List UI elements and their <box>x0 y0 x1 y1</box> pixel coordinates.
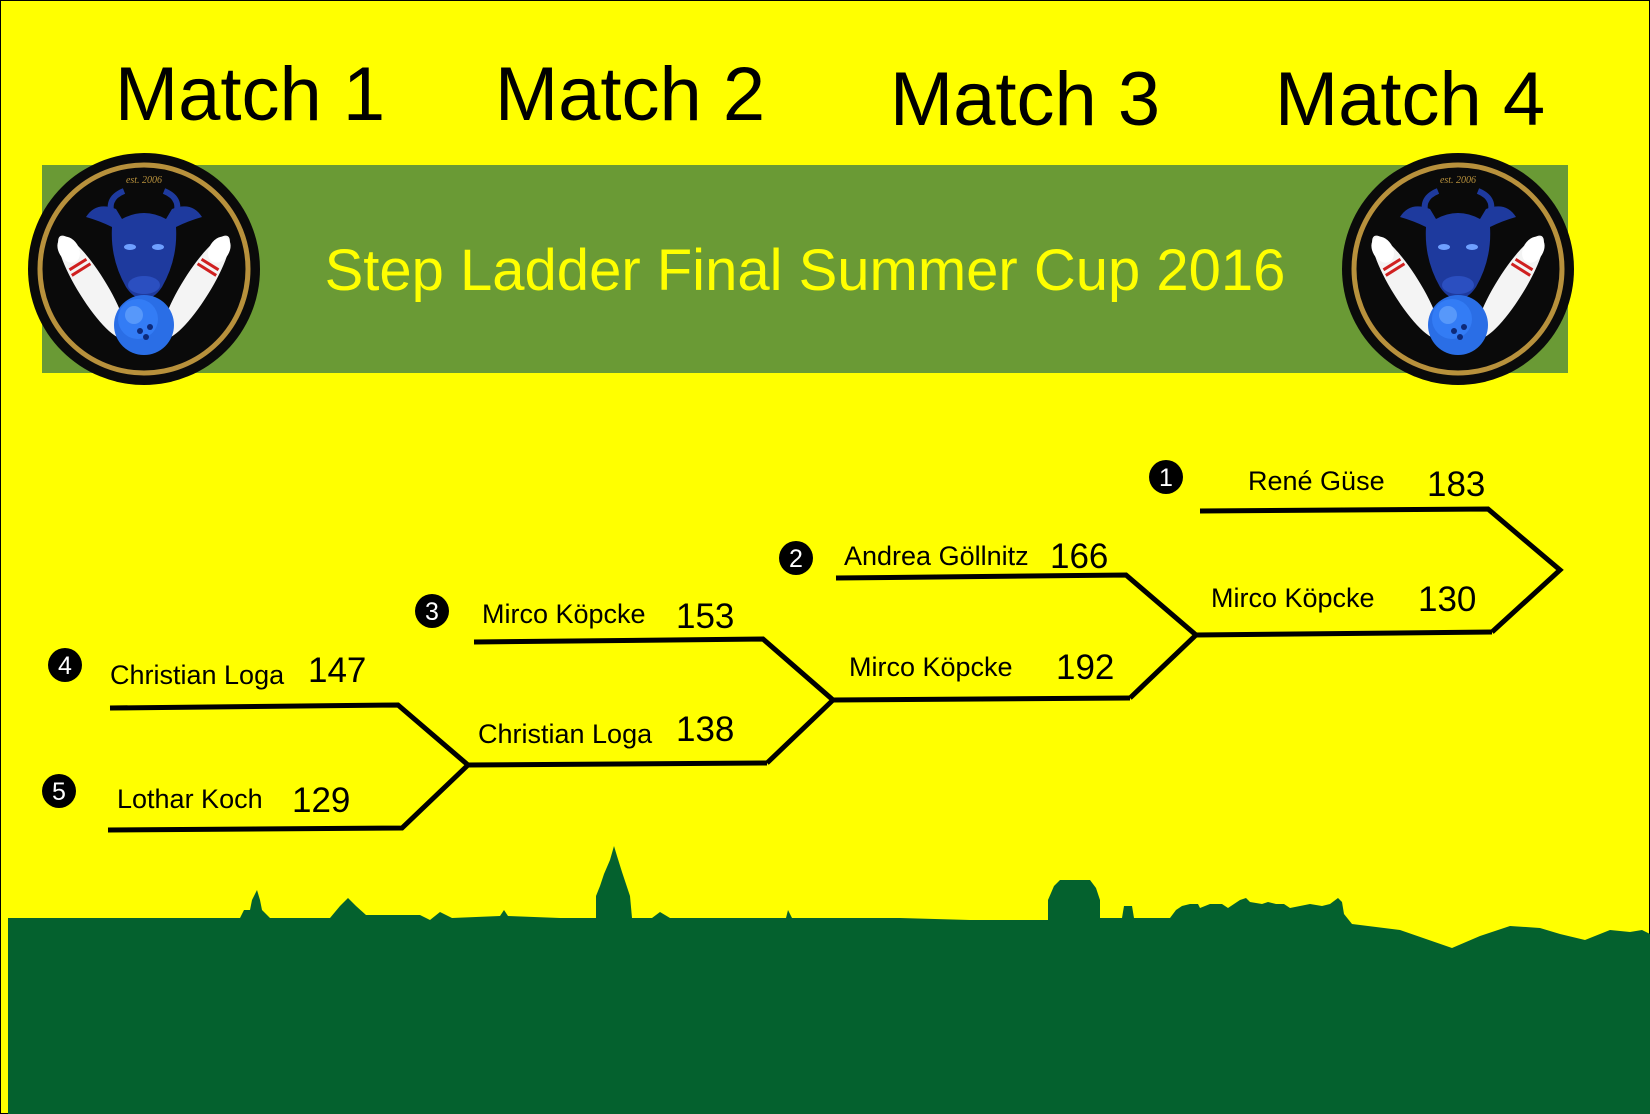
player-score-m4-top: 183 <box>1427 465 1485 504</box>
heading-match-4: Match 4 <box>1275 57 1545 142</box>
club-logo-left: est. 2006 <box>28 153 260 385</box>
bracket-lines <box>107 506 1564 833</box>
club-logo-right: est. 2006 <box>1342 153 1574 385</box>
heading-match-1: Match 1 <box>115 52 385 137</box>
player-score-m3-bottom: 192 <box>1056 648 1114 687</box>
player-name-m3-bottom: Mirco Köpcke <box>849 652 1013 682</box>
player-score-m1-top: 147 <box>308 651 366 690</box>
city-skyline-silhouette <box>8 846 1650 1114</box>
player-score-m3-top: 166 <box>1050 537 1108 576</box>
bracket-match-2 <box>473 636 837 765</box>
heading-match-2: Match 2 <box>495 52 765 137</box>
banner-title: Step Ladder Final Summer Cup 2016 <box>325 238 1286 303</box>
bracket-match-3 <box>835 572 1200 700</box>
bracket-line-m3-bottom <box>832 695 1131 703</box>
heading-match-3: Match 3 <box>890 57 1160 142</box>
bracket-line-m2-bottom <box>467 760 768 768</box>
svg-text:2: 2 <box>789 545 803 573</box>
player-name-m1-bottom: Lothar Koch <box>117 784 263 814</box>
seed-badge-3: 3 <box>415 594 449 628</box>
player-name-m3-top: Andrea Göllnitz <box>844 541 1029 571</box>
player-score-m1-bottom: 129 <box>292 781 350 820</box>
player-score-m2-bottom: 138 <box>676 710 734 749</box>
bracket-line-m4-bottom <box>1195 629 1493 638</box>
svg-text:4: 4 <box>58 652 72 680</box>
seed-badge-2: 2 <box>779 541 813 575</box>
seed-badge-4: 4 <box>48 648 82 682</box>
svg-text:3: 3 <box>425 598 439 626</box>
player-name-m4-bottom: Mirco Köpcke <box>1211 583 1375 613</box>
player-score-m2-top: 153 <box>676 597 734 636</box>
player-name-m2-top: Mirco Köpcke <box>482 599 646 629</box>
player-name-m2-bottom: Christian Loga <box>478 719 653 749</box>
seed-badge-5: 5 <box>42 774 76 808</box>
seed-badge-1: 1 <box>1149 460 1183 494</box>
player-score-m4-bottom: 130 <box>1418 580 1476 619</box>
svg-text:1: 1 <box>1159 464 1173 492</box>
svg-text:5: 5 <box>52 778 66 806</box>
title-banner <box>42 165 1568 373</box>
logo-est-text-right: est. 2006 <box>1440 175 1476 186</box>
player-name-m4-top: René Güse <box>1248 466 1385 496</box>
player-name-m1-top: Christian Loga <box>110 660 285 690</box>
logo-est-text-left: est. 2006 <box>126 175 162 186</box>
bracket-match-4 <box>1199 506 1564 634</box>
